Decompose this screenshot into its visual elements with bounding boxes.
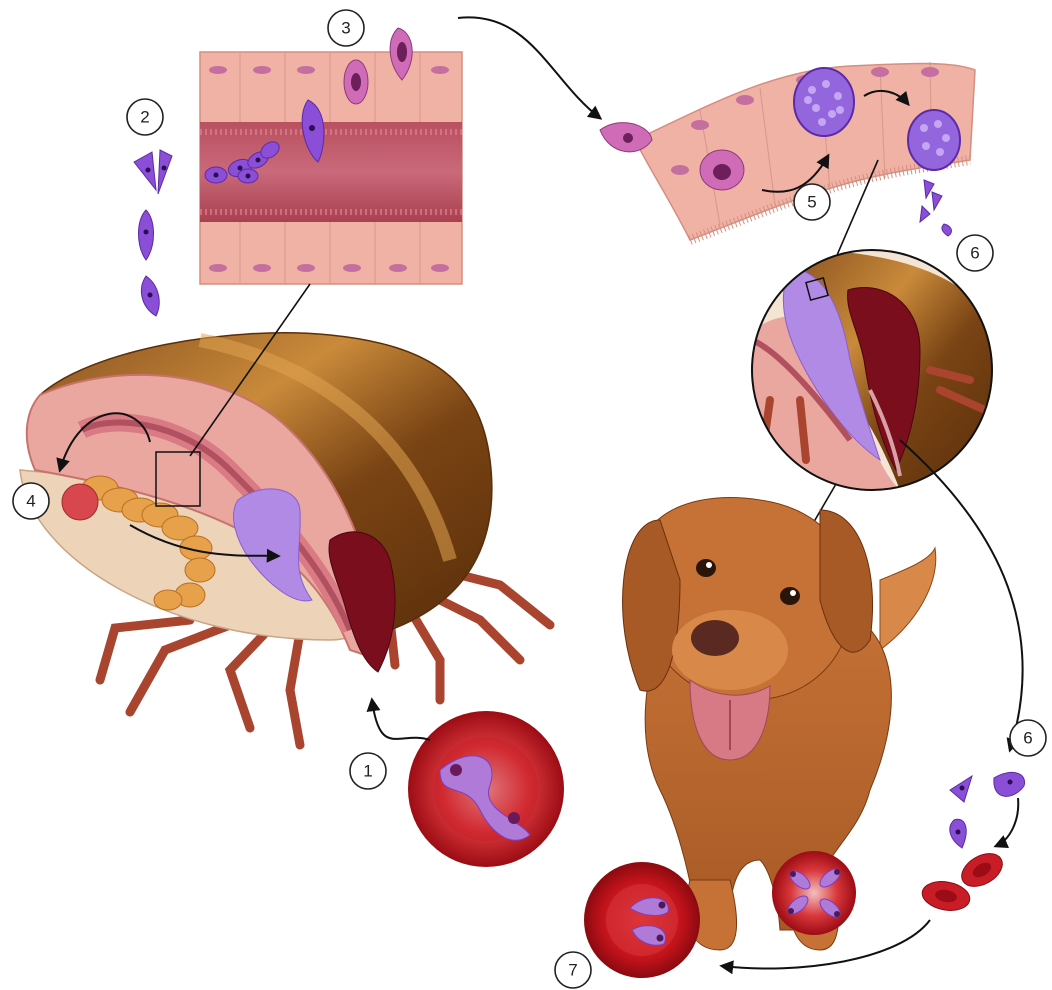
step-marker-3: 3	[328, 10, 364, 46]
step-marker-6a: 6	[957, 235, 993, 271]
sporoblast-releasing	[908, 110, 960, 170]
tick-gut-epithelium	[600, 62, 975, 240]
step-marker-4: 4	[13, 483, 49, 519]
step-marker-2: 2	[127, 99, 163, 135]
svg-text:7: 7	[568, 961, 577, 980]
sporoblast-cluster	[794, 68, 854, 136]
released-parasites	[920, 180, 951, 236]
gut-tissue-panel	[200, 28, 462, 284]
dog-eye-left	[696, 559, 716, 577]
svg-text:6: 6	[970, 244, 979, 263]
free-sporozoites	[134, 150, 172, 316]
arrow-to-epithelium	[458, 17, 600, 118]
blood-sporozoites	[950, 772, 1025, 848]
step-marker-5: 5	[794, 184, 830, 220]
dog-eye-right	[780, 587, 800, 605]
dog-nose	[691, 620, 739, 656]
svg-text:4: 4	[26, 492, 35, 511]
step-marker-6b: 6	[1010, 720, 1046, 756]
rbc-maltese-cross	[772, 851, 856, 935]
tick-egg	[62, 484, 98, 520]
rbc-paired-merozoites	[584, 862, 700, 978]
uninfected-rbcs	[920, 847, 1008, 914]
step-marker-1: 1	[350, 753, 386, 789]
svg-text:2: 2	[140, 108, 149, 127]
arrow-feed	[372, 700, 430, 740]
svg-text:1: 1	[363, 762, 372, 781]
svg-text:5: 5	[807, 193, 816, 212]
svg-text:3: 3	[341, 19, 350, 38]
svg-text:6: 6	[1023, 729, 1032, 748]
infected-rbc-tick-feed	[408, 711, 564, 867]
step-marker-7: 7	[555, 952, 591, 988]
tick-head-zoom	[752, 250, 992, 490]
tick-illustration	[20, 333, 550, 745]
